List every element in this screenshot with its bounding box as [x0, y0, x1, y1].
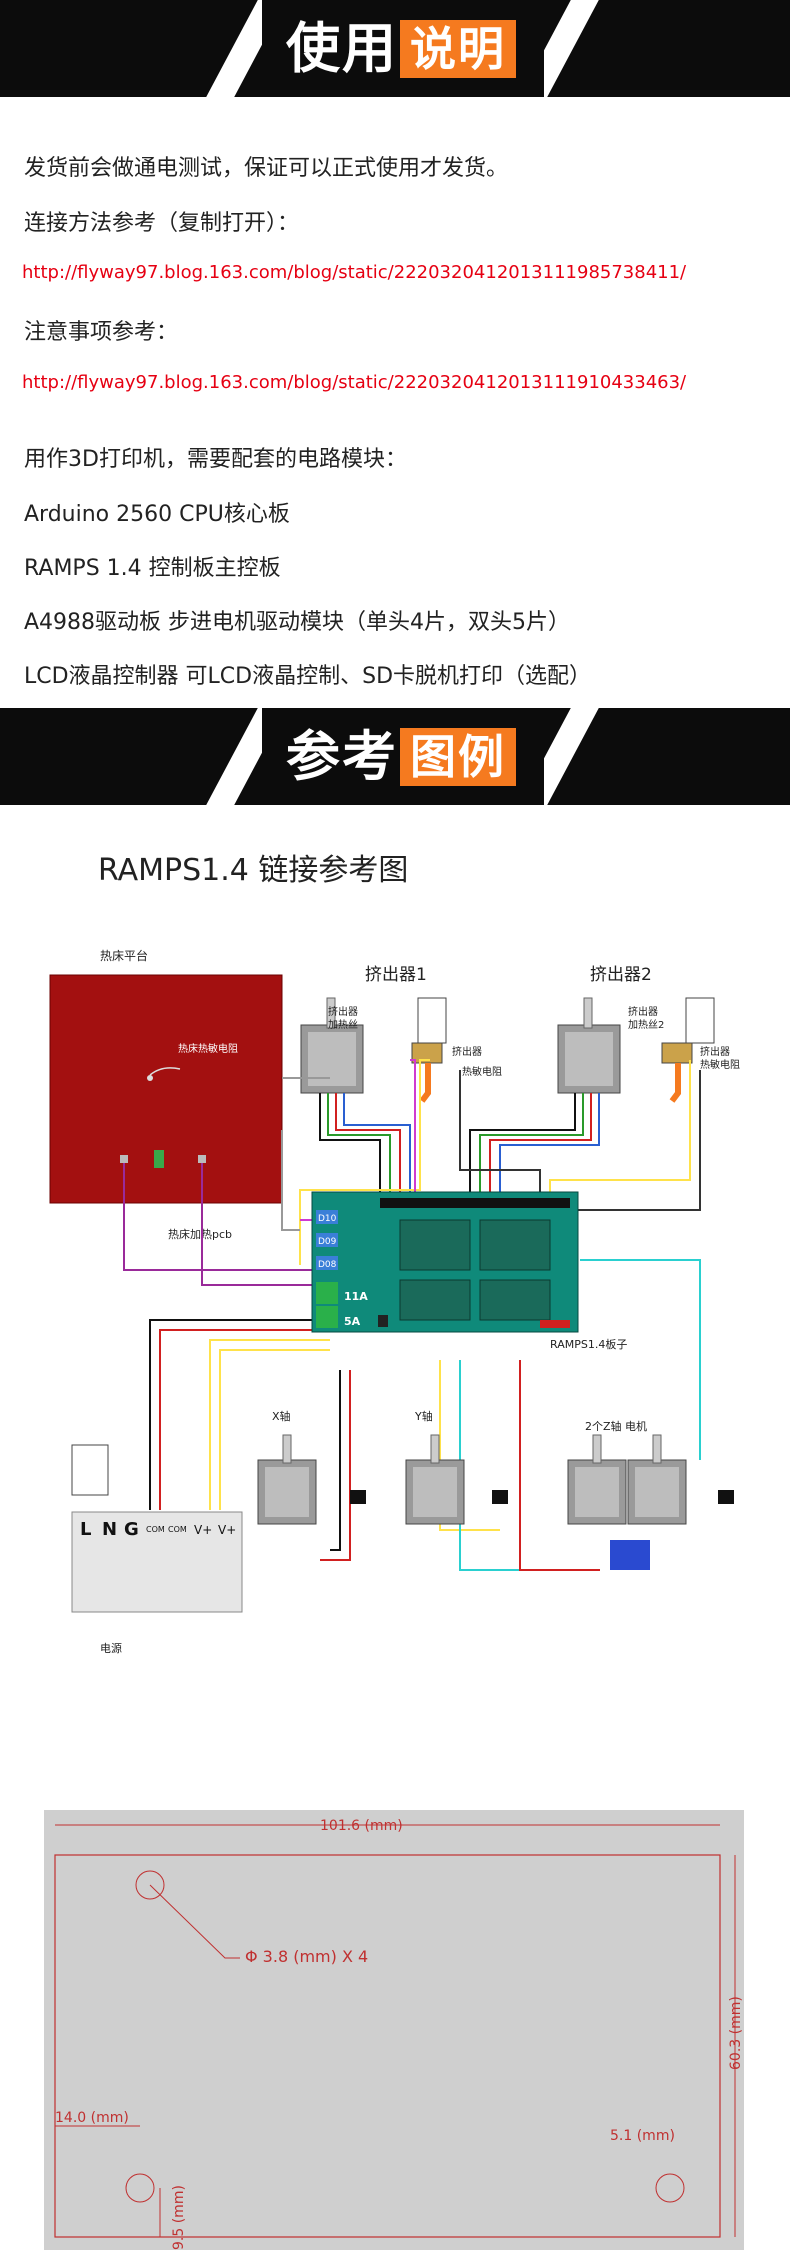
endstop: [718, 1490, 734, 1504]
ramps-board: [311, 1191, 579, 1333]
bed-thermistor-wire: [149, 1067, 181, 1076]
psu-terminal: V+: [194, 1523, 212, 1537]
board-outline: [54, 1854, 721, 2238]
ext1-heater-label: 加热丝: [328, 1018, 358, 1031]
bed-pcb-label: 热床加热pcb: [168, 1227, 232, 1241]
current-label: 11A: [344, 1290, 368, 1303]
notes-link[interactable]: http://flyway97.blog.163.com/blog/static…: [22, 372, 687, 393]
section-banner-reference: 参考 图例: [0, 708, 790, 805]
ext1-heater-label: 挤出器: [328, 1005, 358, 1018]
hole-leader: [149, 1884, 240, 1959]
psu-terminal: COM: [168, 1525, 187, 1534]
bed-thermistor: [147, 1075, 153, 1081]
connection-link[interactable]: http://flyway97.blog.163.com/blog/static…: [22, 262, 687, 283]
height-dimension: 60.3 (mm): [728, 1996, 744, 2070]
ext1-thermistor-label: 挤出器: [452, 1045, 482, 1058]
banner-title-orange: 图例: [400, 728, 516, 786]
x-motor: [257, 1434, 317, 1525]
extruder2-label: 挤出器2: [590, 965, 652, 985]
ext2-heater-label: 加热丝2: [628, 1018, 664, 1031]
ext2-hotend: [669, 1063, 681, 1103]
ext1-hotend: [419, 1063, 431, 1103]
ext2-nozzle: [661, 1042, 693, 1064]
intro-line-modules: 用作3D打印机，需要配套的电路模块：: [24, 447, 407, 472]
psu-terminal: G: [124, 1519, 139, 1540]
extruder1-label: 挤出器1: [365, 965, 427, 985]
banner-title-orange: 说明: [400, 20, 516, 78]
psu-terminal: COM: [146, 1525, 165, 1534]
pin-label: D09: [318, 1237, 337, 1247]
endstop: [350, 1490, 366, 1504]
z-motors: [567, 1434, 687, 1525]
left-offset: 14.0 (mm): [55, 2110, 129, 2126]
board-label: RAMPS1.4板子: [550, 1337, 627, 1351]
module-item: Arduino 2560 CPU核心板: [24, 502, 290, 527]
z-axis-label: 2个Z轴 电机: [585, 1419, 647, 1433]
intro-line-connection: 连接方法参考（复制打开）：: [24, 211, 300, 236]
hole-dimension: Φ 3.8 (mm) X 4: [245, 1947, 368, 1966]
pin-label: D10: [318, 1214, 337, 1224]
endstop: [492, 1490, 508, 1504]
ext2-thermistor-label: 挤出器: [700, 1045, 730, 1058]
module-item: A4988驱动板 步进电机驱动模块（单头4片，双头5片）: [24, 610, 571, 635]
mount-hole: [135, 1870, 165, 1900]
intro-line-test: 发货前会做通电测试，保证可以正式使用才发货。: [24, 156, 509, 181]
current-label: 5A: [344, 1315, 361, 1328]
ext2-heater-label: 挤出器: [628, 1005, 658, 1018]
bed-terminal: [198, 1155, 206, 1163]
pin-label: D08: [318, 1260, 337, 1270]
z-splitter: [610, 1540, 650, 1570]
mount-hole: [125, 2173, 155, 2203]
bed-terminal: [120, 1155, 128, 1163]
psu-terminal: N: [102, 1519, 117, 1540]
right-offset: 5.1 (mm): [610, 2128, 675, 2144]
mount-hole: [655, 2173, 685, 2203]
heatbed-label: 热床平台: [100, 948, 148, 963]
bed-thermistor-label: 热床热敏电阻: [178, 1042, 238, 1055]
width-dimension: 101.6 (mm): [320, 1818, 403, 1834]
banner-title-white: 参考: [286, 725, 398, 788]
drawing-background: [44, 1810, 744, 2250]
bottom-offset: 9.5 (mm): [171, 2185, 187, 2250]
banner-title-white: 使用: [286, 17, 398, 80]
module-item: LCD液晶控制器 可LCD液晶控制、SD卡脱机打印（选配）: [24, 664, 592, 689]
section-banner-usage: 使用 说明: [0, 0, 790, 97]
board-dimension-drawing: 101.6 (mm) 60.3 (mm) Φ 3.8 (mm) X 4 14.0…: [44, 1810, 744, 2250]
power-supply: [71, 1511, 243, 1613]
y-motor: [405, 1434, 465, 1525]
psu-label: 电源: [100, 1641, 122, 1655]
wires: [123, 1059, 701, 1571]
wiring-diagram: 热床平台 热床热敏电阻 热床加热pcb 挤出器1 挤出器2 挤出器 加热丝 挤出…: [49, 948, 740, 1655]
ext1-thermistor-label: 热敏电阻: [462, 1065, 502, 1078]
bed-led: [154, 1150, 164, 1168]
ext1-heater-block: [417, 997, 447, 1044]
x-axis-label: X轴: [272, 1409, 291, 1423]
extruder2-motor: [557, 997, 621, 1094]
module-item: RAMPS 1.4 控制板主控板: [24, 556, 281, 581]
y-axis-label: Y轴: [414, 1409, 433, 1423]
intro-line-notes: 注意事项参考：: [24, 320, 179, 345]
psu-terminal: L: [80, 1519, 91, 1540]
heatbed-plate: [49, 974, 283, 1204]
psu-terminal: V+: [218, 1523, 236, 1537]
power-plug: [71, 1444, 109, 1496]
wiring-diagram-title: RAMPS1.4 链接参考图: [98, 853, 409, 888]
ext2-thermistor-label: 热敏电阻: [700, 1058, 740, 1071]
ext2-heater-block: [685, 997, 715, 1044]
